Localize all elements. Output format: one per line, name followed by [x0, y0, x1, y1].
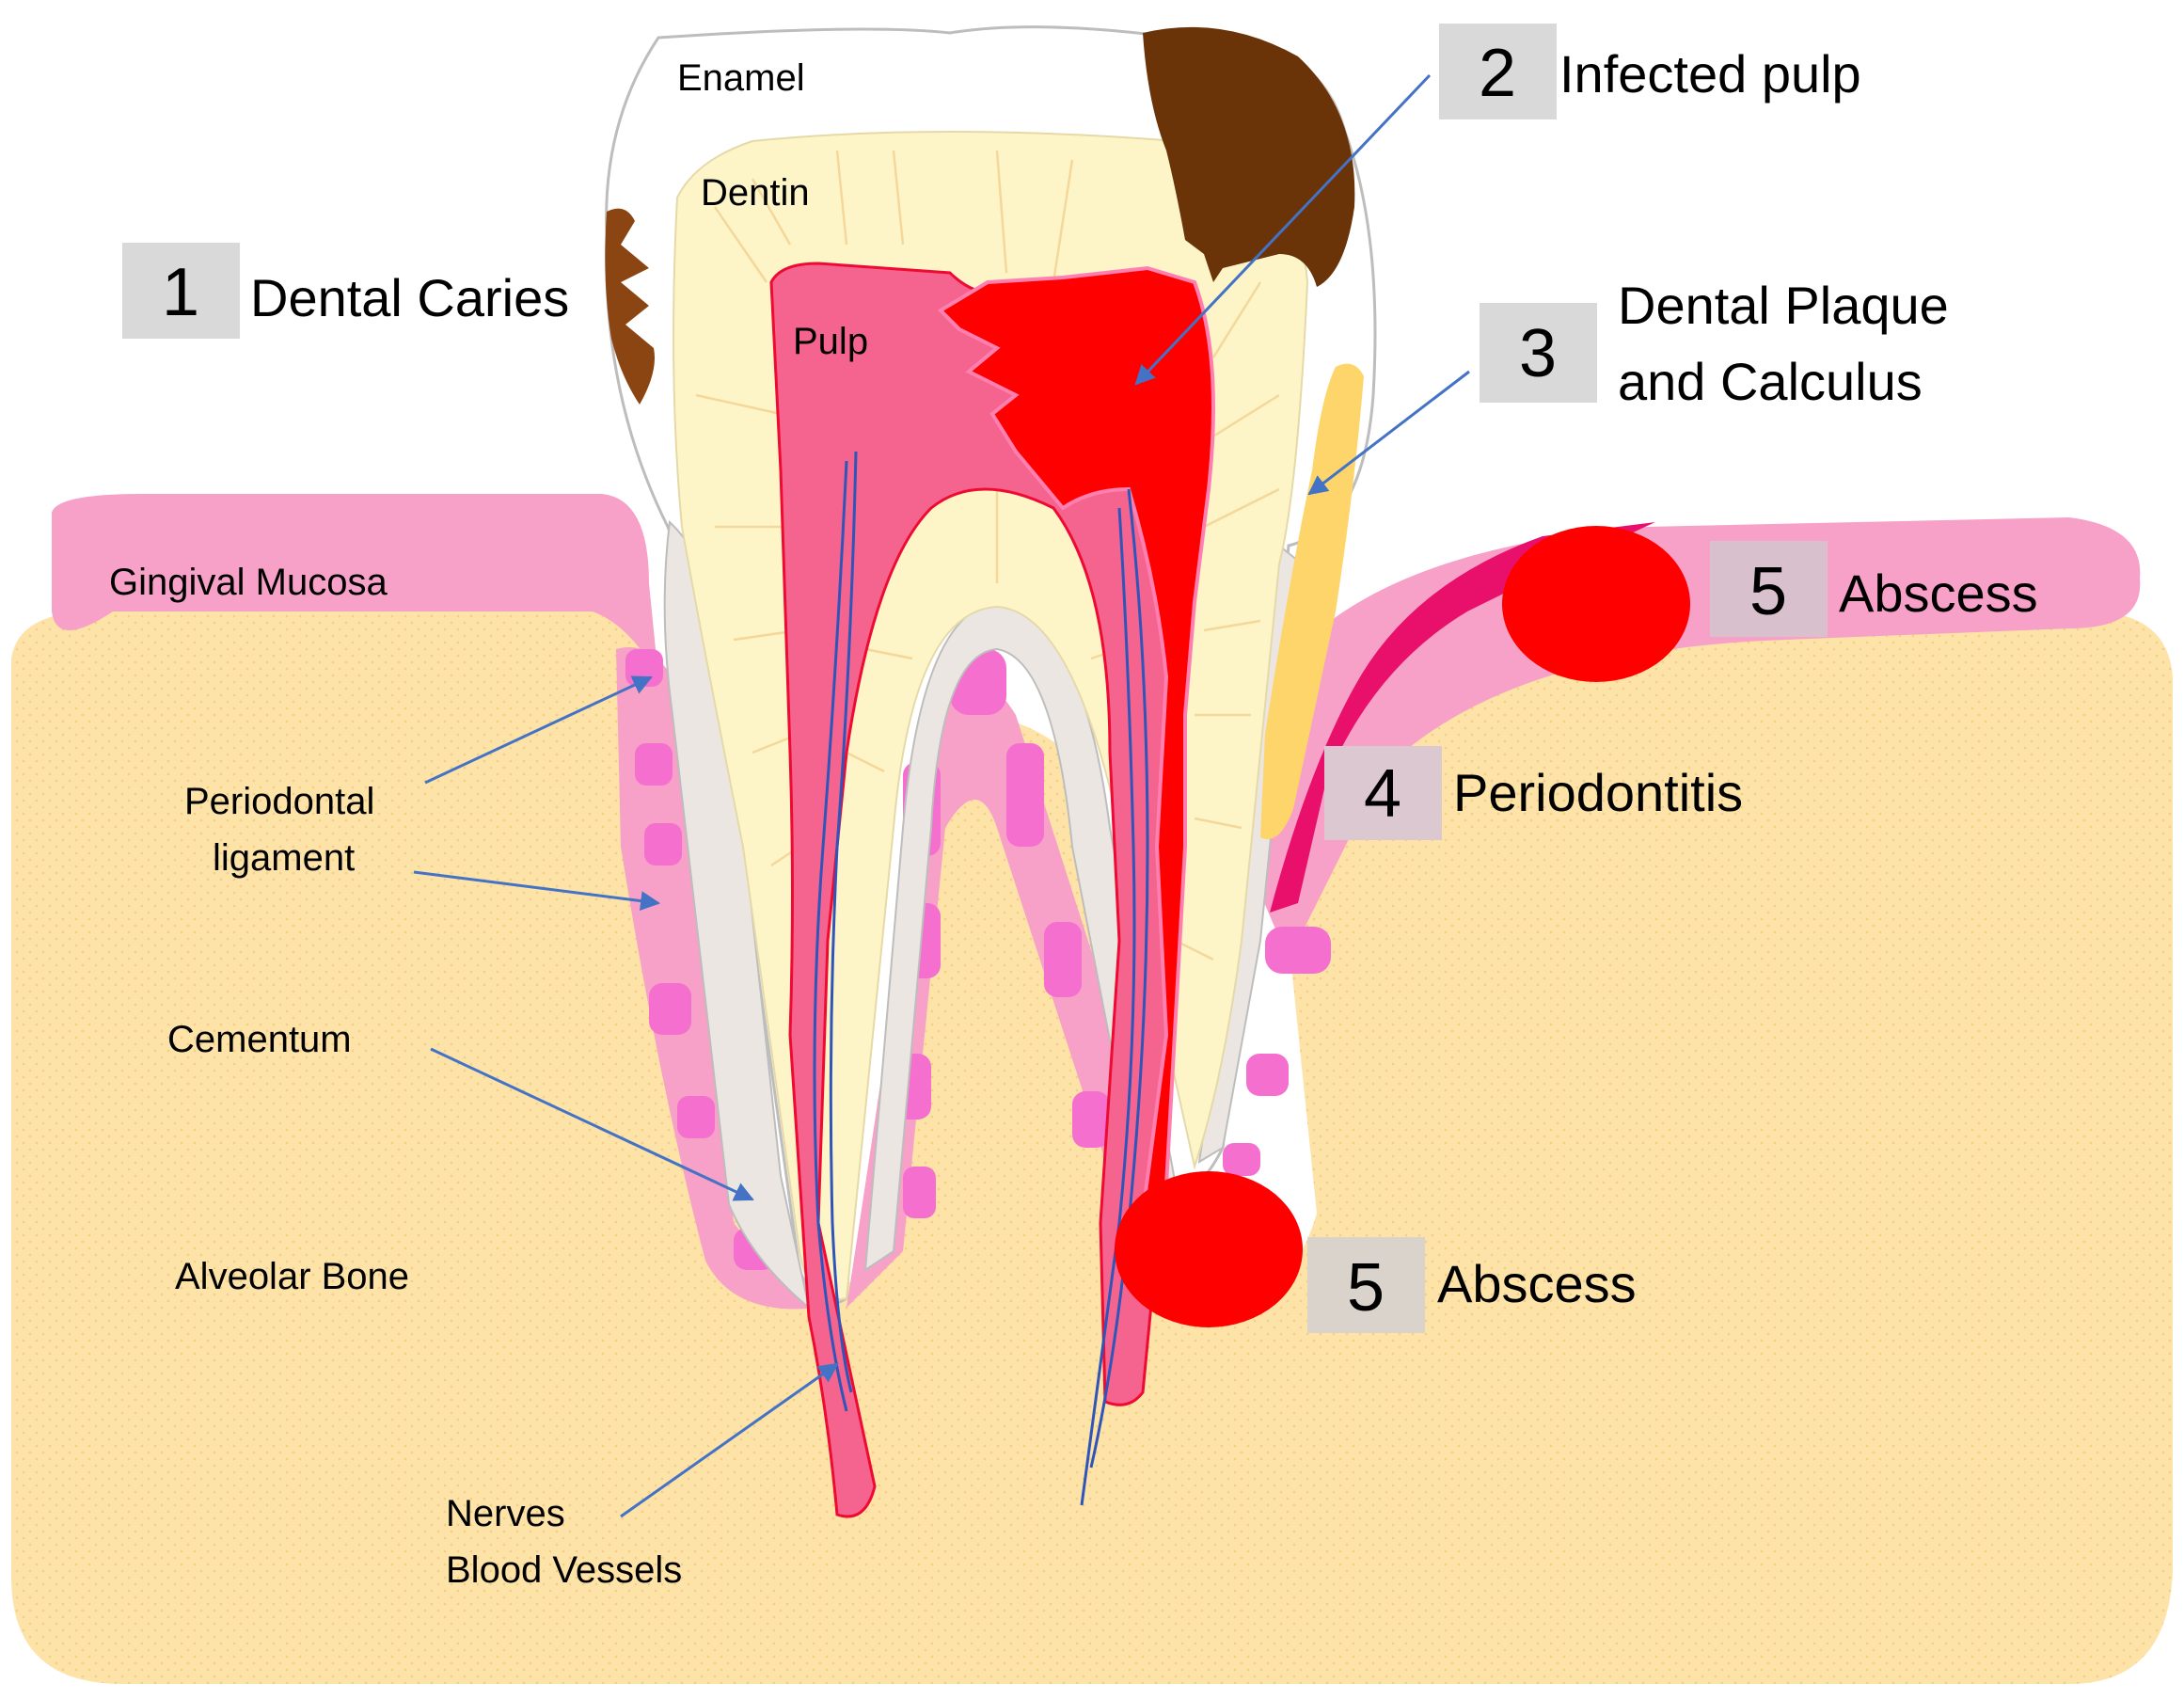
dental-caries-left [605, 208, 655, 405]
badge-5a-number: 5 [1749, 554, 1787, 629]
label-periodontal-ligament-line1: Periodontal [184, 781, 374, 822]
periodontitis-pocket [1270, 522, 1655, 913]
arrow-nerves [620, 1362, 839, 1518]
arrows [413, 73, 1470, 1518]
dental-caries-top [1143, 26, 1355, 287]
badge-4 [1324, 746, 1442, 840]
infected-pulp [937, 265, 1215, 1220]
arrow-plaque [1307, 370, 1470, 496]
condition-1: 1 Dental Caries [122, 243, 569, 339]
badge-5a [1710, 541, 1828, 637]
condition-5a: 5 Abscess [1710, 541, 2038, 637]
condition-4: 4 Periodontitis [1324, 746, 1743, 840]
arrow-ligament-2 [413, 870, 661, 912]
badge-4-number: 4 [1364, 756, 1401, 832]
badge-1 [122, 243, 240, 339]
periodontal-ligament-left [616, 647, 818, 1310]
label-gingival-mucosa: Gingival Mucosa [109, 562, 388, 603]
label-cementum: Cementum [167, 1019, 352, 1060]
condition-5b: 5 Abscess [1307, 1237, 1637, 1333]
label-pulp: Pulp [793, 321, 868, 362]
condition-3: 3 Dental Plaque and Calculus [1480, 276, 1949, 411]
label-enamel: Enamel [677, 57, 805, 99]
badge-5b-number: 5 [1347, 1250, 1385, 1326]
label-infected-pulp: Infected pulp [1559, 44, 1861, 103]
badge-1-number: 1 [162, 255, 199, 330]
badge-5b [1307, 1237, 1425, 1333]
arrow-cementum [430, 1047, 754, 1201]
label-alveolar-bone: Alveolar Bone [175, 1256, 409, 1297]
label-periodontal-ligament-line2: ligament [213, 837, 355, 879]
label-periodontitis: Periodontitis [1453, 763, 1743, 822]
label-abscess-upper: Abscess [1839, 564, 2038, 623]
label-abscess-lower: Abscess [1437, 1254, 1637, 1313]
badge-3 [1480, 303, 1597, 403]
nerves-blood-vessels [813, 451, 1149, 1506]
label-dental-plaque: Dental Plaque [1618, 276, 1949, 335]
label-and-calculus: and Calculus [1618, 352, 1923, 411]
condition-2: 2 Infected pulp [1439, 24, 1861, 119]
gingival-mucosa-left [52, 494, 658, 677]
ligament-blotches-right [1223, 927, 1331, 1176]
arrow-ligament-1 [424, 675, 653, 785]
dental-plaque-calculus [1260, 363, 1364, 839]
label-nerves: Nerves [446, 1493, 565, 1534]
badge-2 [1439, 24, 1557, 119]
gingival-mucosa-right [1260, 517, 2141, 960]
abscess-gingival [1502, 526, 1690, 682]
badge-2-number: 2 [1479, 36, 1516, 111]
label-dentin: Dentin [701, 172, 810, 214]
label-dental-caries: Dental Caries [250, 268, 569, 327]
badge-3-number: 3 [1519, 316, 1557, 391]
arrow-infected-pulp [1134, 73, 1432, 386]
abscess-periapical [1115, 1171, 1303, 1327]
label-blood-vessels: Blood Vessels [446, 1549, 682, 1591]
